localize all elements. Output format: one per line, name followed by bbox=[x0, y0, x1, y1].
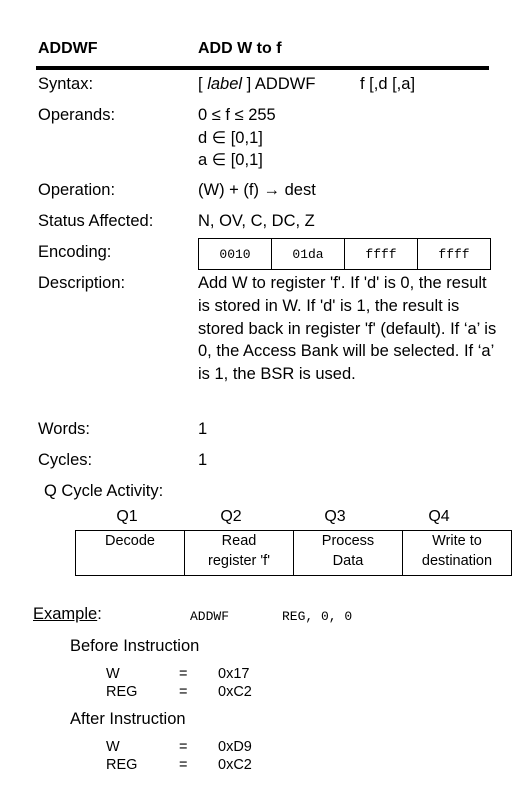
reg-value: 0xD9 bbox=[218, 739, 252, 755]
before-instruction-label: Before Instruction bbox=[70, 637, 200, 655]
example-instruction: ADDWF bbox=[190, 609, 230, 624]
cycles-label: Cycles: bbox=[38, 451, 93, 469]
reg-value: 0xC2 bbox=[218, 684, 252, 700]
q-cycle-label: Q Cycle Activity: bbox=[44, 482, 164, 500]
syntax-mnemonic: ] ADDWF bbox=[246, 75, 316, 93]
words-value: 1 bbox=[198, 420, 208, 438]
encoding-label: Encoding: bbox=[38, 243, 112, 261]
q-cell-line: Write to bbox=[432, 533, 482, 549]
q-header: Q1 bbox=[116, 508, 138, 525]
reg-equals: = bbox=[179, 739, 188, 755]
operand-d-range: d ∈ [0,1] bbox=[198, 129, 263, 147]
q-cell-line: destination bbox=[421, 553, 493, 569]
operand-a-range: a ∈ [0,1] bbox=[198, 151, 263, 169]
syntax-label-italic: label bbox=[207, 75, 243, 93]
reg-value: 0xC2 bbox=[218, 757, 252, 773]
status-value: N, OV, C, DC, Z bbox=[198, 212, 315, 230]
reg-equals: = bbox=[179, 684, 188, 700]
reg-equals: = bbox=[179, 757, 188, 773]
reg-name: W bbox=[106, 739, 120, 755]
words-label: Words: bbox=[38, 420, 90, 438]
q-cell: Process Data bbox=[293, 530, 403, 576]
syntax-open-bracket: [ bbox=[198, 75, 203, 93]
operand-f-range: 0 ≤ f ≤ 255 bbox=[198, 106, 276, 124]
example-colon: : bbox=[97, 605, 102, 623]
reg-name: W bbox=[106, 666, 120, 682]
q-cell-line: Process bbox=[321, 533, 375, 549]
syntax-label: Syntax: bbox=[38, 75, 94, 93]
operation-value: (W) + (f) → dest bbox=[198, 181, 316, 199]
q-cell: Decode bbox=[75, 530, 185, 576]
operation-label: Operation: bbox=[38, 181, 116, 199]
operands-label: Operands: bbox=[38, 106, 116, 124]
example-heading: Example: bbox=[33, 605, 102, 624]
encoding-cell: 0010 bbox=[198, 238, 272, 270]
instruction-mnemonic: ADDWF bbox=[38, 40, 98, 57]
q-cycle-table: Decode Read register 'f' Process Data Wr… bbox=[75, 530, 512, 576]
reg-value: 0x17 bbox=[218, 666, 250, 682]
instruction-title: ADD W to f bbox=[198, 40, 282, 57]
q-cell: Read register 'f' bbox=[184, 530, 294, 576]
q-cell-line: Read bbox=[221, 533, 257, 549]
q-header: Q2 bbox=[220, 508, 242, 525]
q-header: Q3 bbox=[324, 508, 346, 525]
reg-name: REG bbox=[106, 684, 138, 700]
encoding-table: 0010 01da ffff ffff bbox=[198, 238, 491, 270]
example-label: Example bbox=[33, 605, 98, 623]
q-cell: Write to destination bbox=[402, 530, 512, 576]
description-label: Description: bbox=[38, 274, 126, 292]
reg-equals: = bbox=[179, 666, 188, 682]
header-rule bbox=[36, 66, 489, 70]
status-label: Status Affected: bbox=[38, 212, 154, 230]
reg-name: REG bbox=[106, 757, 138, 773]
encoding-cell: ffff bbox=[344, 238, 418, 270]
cycles-value: 1 bbox=[198, 451, 208, 469]
encoding-cell: 01da bbox=[271, 238, 345, 270]
after-instruction-label: After Instruction bbox=[70, 710, 186, 728]
encoding-cell: ffff bbox=[417, 238, 491, 270]
q-cell-line: Data bbox=[332, 553, 364, 569]
q-cell-line: register 'f' bbox=[208, 553, 270, 569]
example-args: REG, 0, 0 bbox=[282, 609, 353, 624]
q-cell-line: Decode bbox=[105, 533, 155, 549]
syntax-operands: f [,d [,a] bbox=[360, 75, 416, 93]
q-header: Q4 bbox=[428, 508, 450, 525]
syntax-value: [ label ] ADDWF bbox=[198, 75, 315, 94]
description-text: Add W to register 'f'. If 'd' is 0, the … bbox=[198, 274, 497, 384]
